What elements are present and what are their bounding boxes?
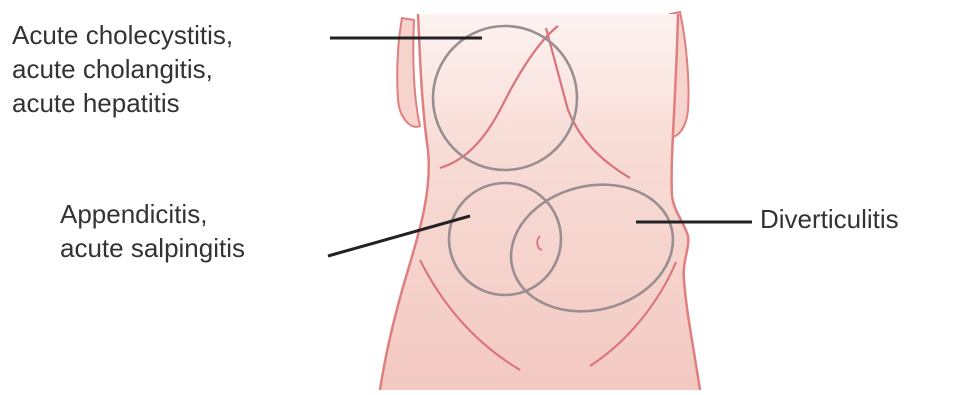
label-upper-right-quadrant: Acute cholecystitis, acute cholangitis, … <box>12 18 233 120</box>
label-line: acute salpingitis <box>60 231 245 265</box>
label-lower-right-quadrant: Appendicitis, acute salpingitis <box>60 197 245 265</box>
left-arm <box>397 18 420 127</box>
label-line: Acute cholecystitis, <box>12 18 233 52</box>
label-lower-left-quadrant: Diverticulitis <box>760 202 899 236</box>
label-line: Diverticulitis <box>760 202 899 236</box>
torso <box>380 14 700 390</box>
label-line: acute hepatitis <box>12 86 233 120</box>
label-line: Appendicitis, <box>60 197 245 231</box>
label-line: acute cholangitis, <box>12 52 233 86</box>
